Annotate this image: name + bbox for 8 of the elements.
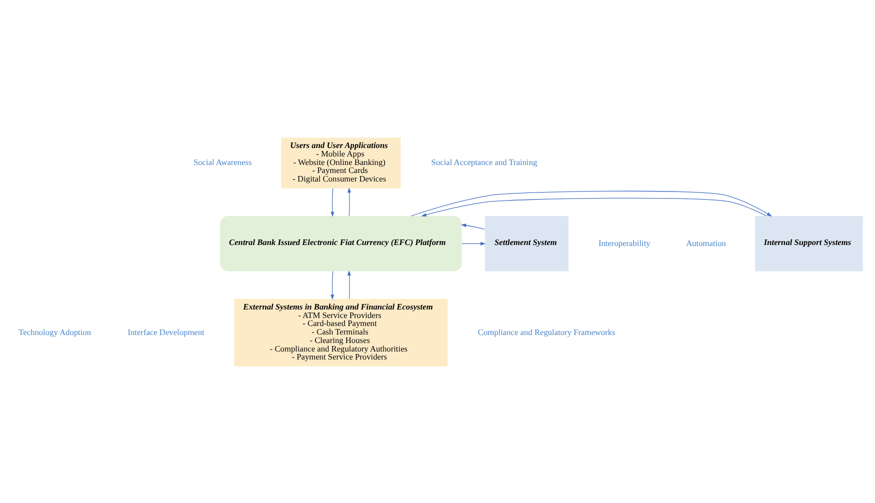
- arrow: [348, 187, 352, 216]
- arrow: [462, 241, 486, 245]
- arrow: [410, 190, 772, 216]
- arrow: [421, 197, 766, 216]
- arrow: [330, 188, 334, 216]
- arrow: [347, 270, 352, 299]
- arrow: [460, 223, 486, 229]
- arrow: [330, 270, 334, 300]
